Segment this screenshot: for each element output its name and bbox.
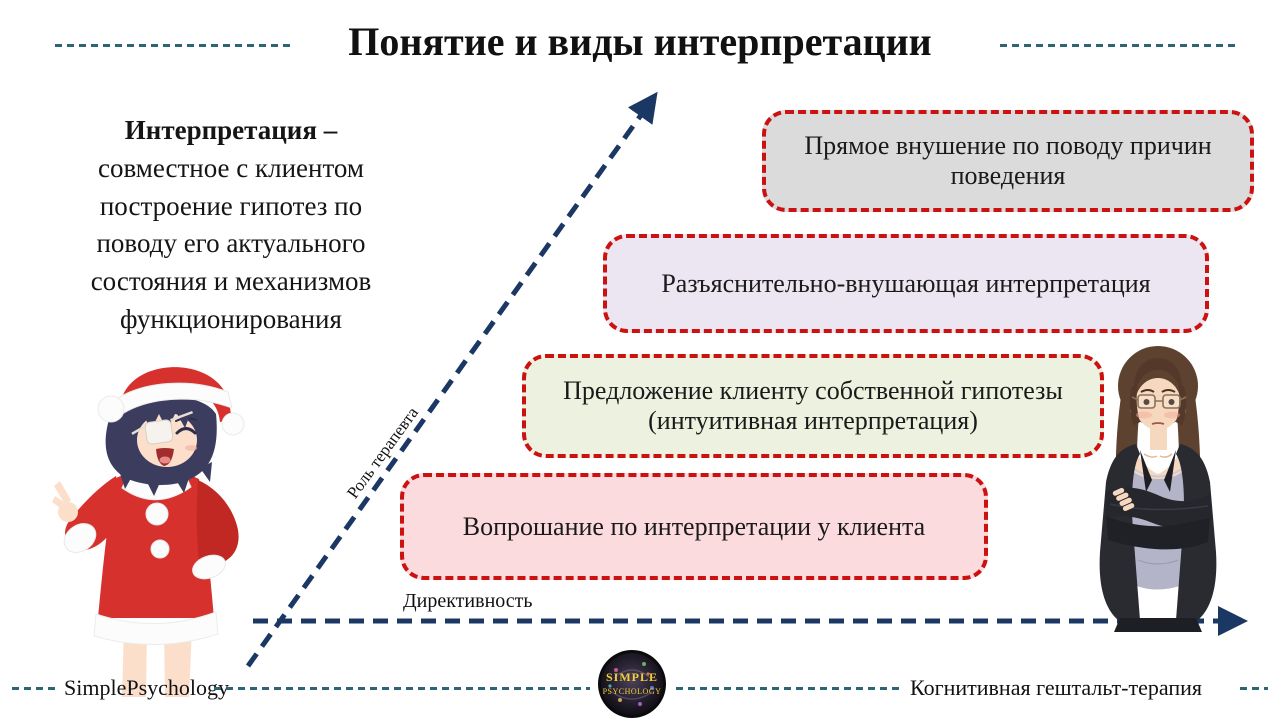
santa-hat [120, 367, 232, 422]
logo-line2: PSYCHOLOGY [603, 687, 662, 696]
box-label: Прямое внушение по поводу причин поведен… [804, 131, 1212, 190]
footer-dash-1 [12, 687, 56, 690]
eyepatch [131, 410, 193, 445]
footer-series: Когнитивная гештальт-терапия [910, 675, 1202, 700]
businesswoman-illustration [1099, 346, 1217, 632]
slide-title: Понятие и виды интерпретации [348, 19, 932, 64]
x-axis-label: Директивность [403, 590, 533, 612]
box-own-hypothesis: Предложение клиенту собственной гипотезы… [522, 354, 1104, 458]
definition-term: Интерпретация – [124, 115, 338, 145]
definition-text: Интерпретация – совместное с клиентом по… [58, 112, 404, 339]
santa-girl-illustration [52, 367, 245, 697]
footer-dash-2 [214, 687, 590, 690]
box-label: Вопрошание по интерпретации у клиента [462, 511, 926, 541]
title-dash-left [55, 44, 290, 47]
box-direct-suggestion: Прямое внушение по поводу причин поведен… [762, 110, 1254, 212]
box-label: Предложение клиенту собственной гипотезы… [563, 376, 1063, 435]
box-explanatory-suggestive: Разъяснительно-внушающая интерпретация [603, 234, 1209, 333]
hand-fingers [1112, 487, 1135, 511]
definition-body: совместное с клиентом построение гипотез… [90, 152, 372, 334]
box-questioning-client: Вопрошание по интерпретации у клиента [400, 473, 988, 580]
box-label: Разъяснительно-внушающая интерпретация [661, 268, 1151, 298]
logo-line1: SIMPLE [606, 670, 658, 684]
closed-eye [175, 427, 197, 435]
glasses [1137, 394, 1156, 409]
title-dash-right [1000, 44, 1235, 47]
footer-brand: SimplePsychology [64, 675, 230, 700]
footer-logo: SIMPLE PSYCHOLOGY [598, 650, 666, 718]
footer-dash-3 [676, 687, 900, 690]
footer-dash-4 [1240, 687, 1268, 690]
y-axis-arrow [245, 91, 658, 668]
